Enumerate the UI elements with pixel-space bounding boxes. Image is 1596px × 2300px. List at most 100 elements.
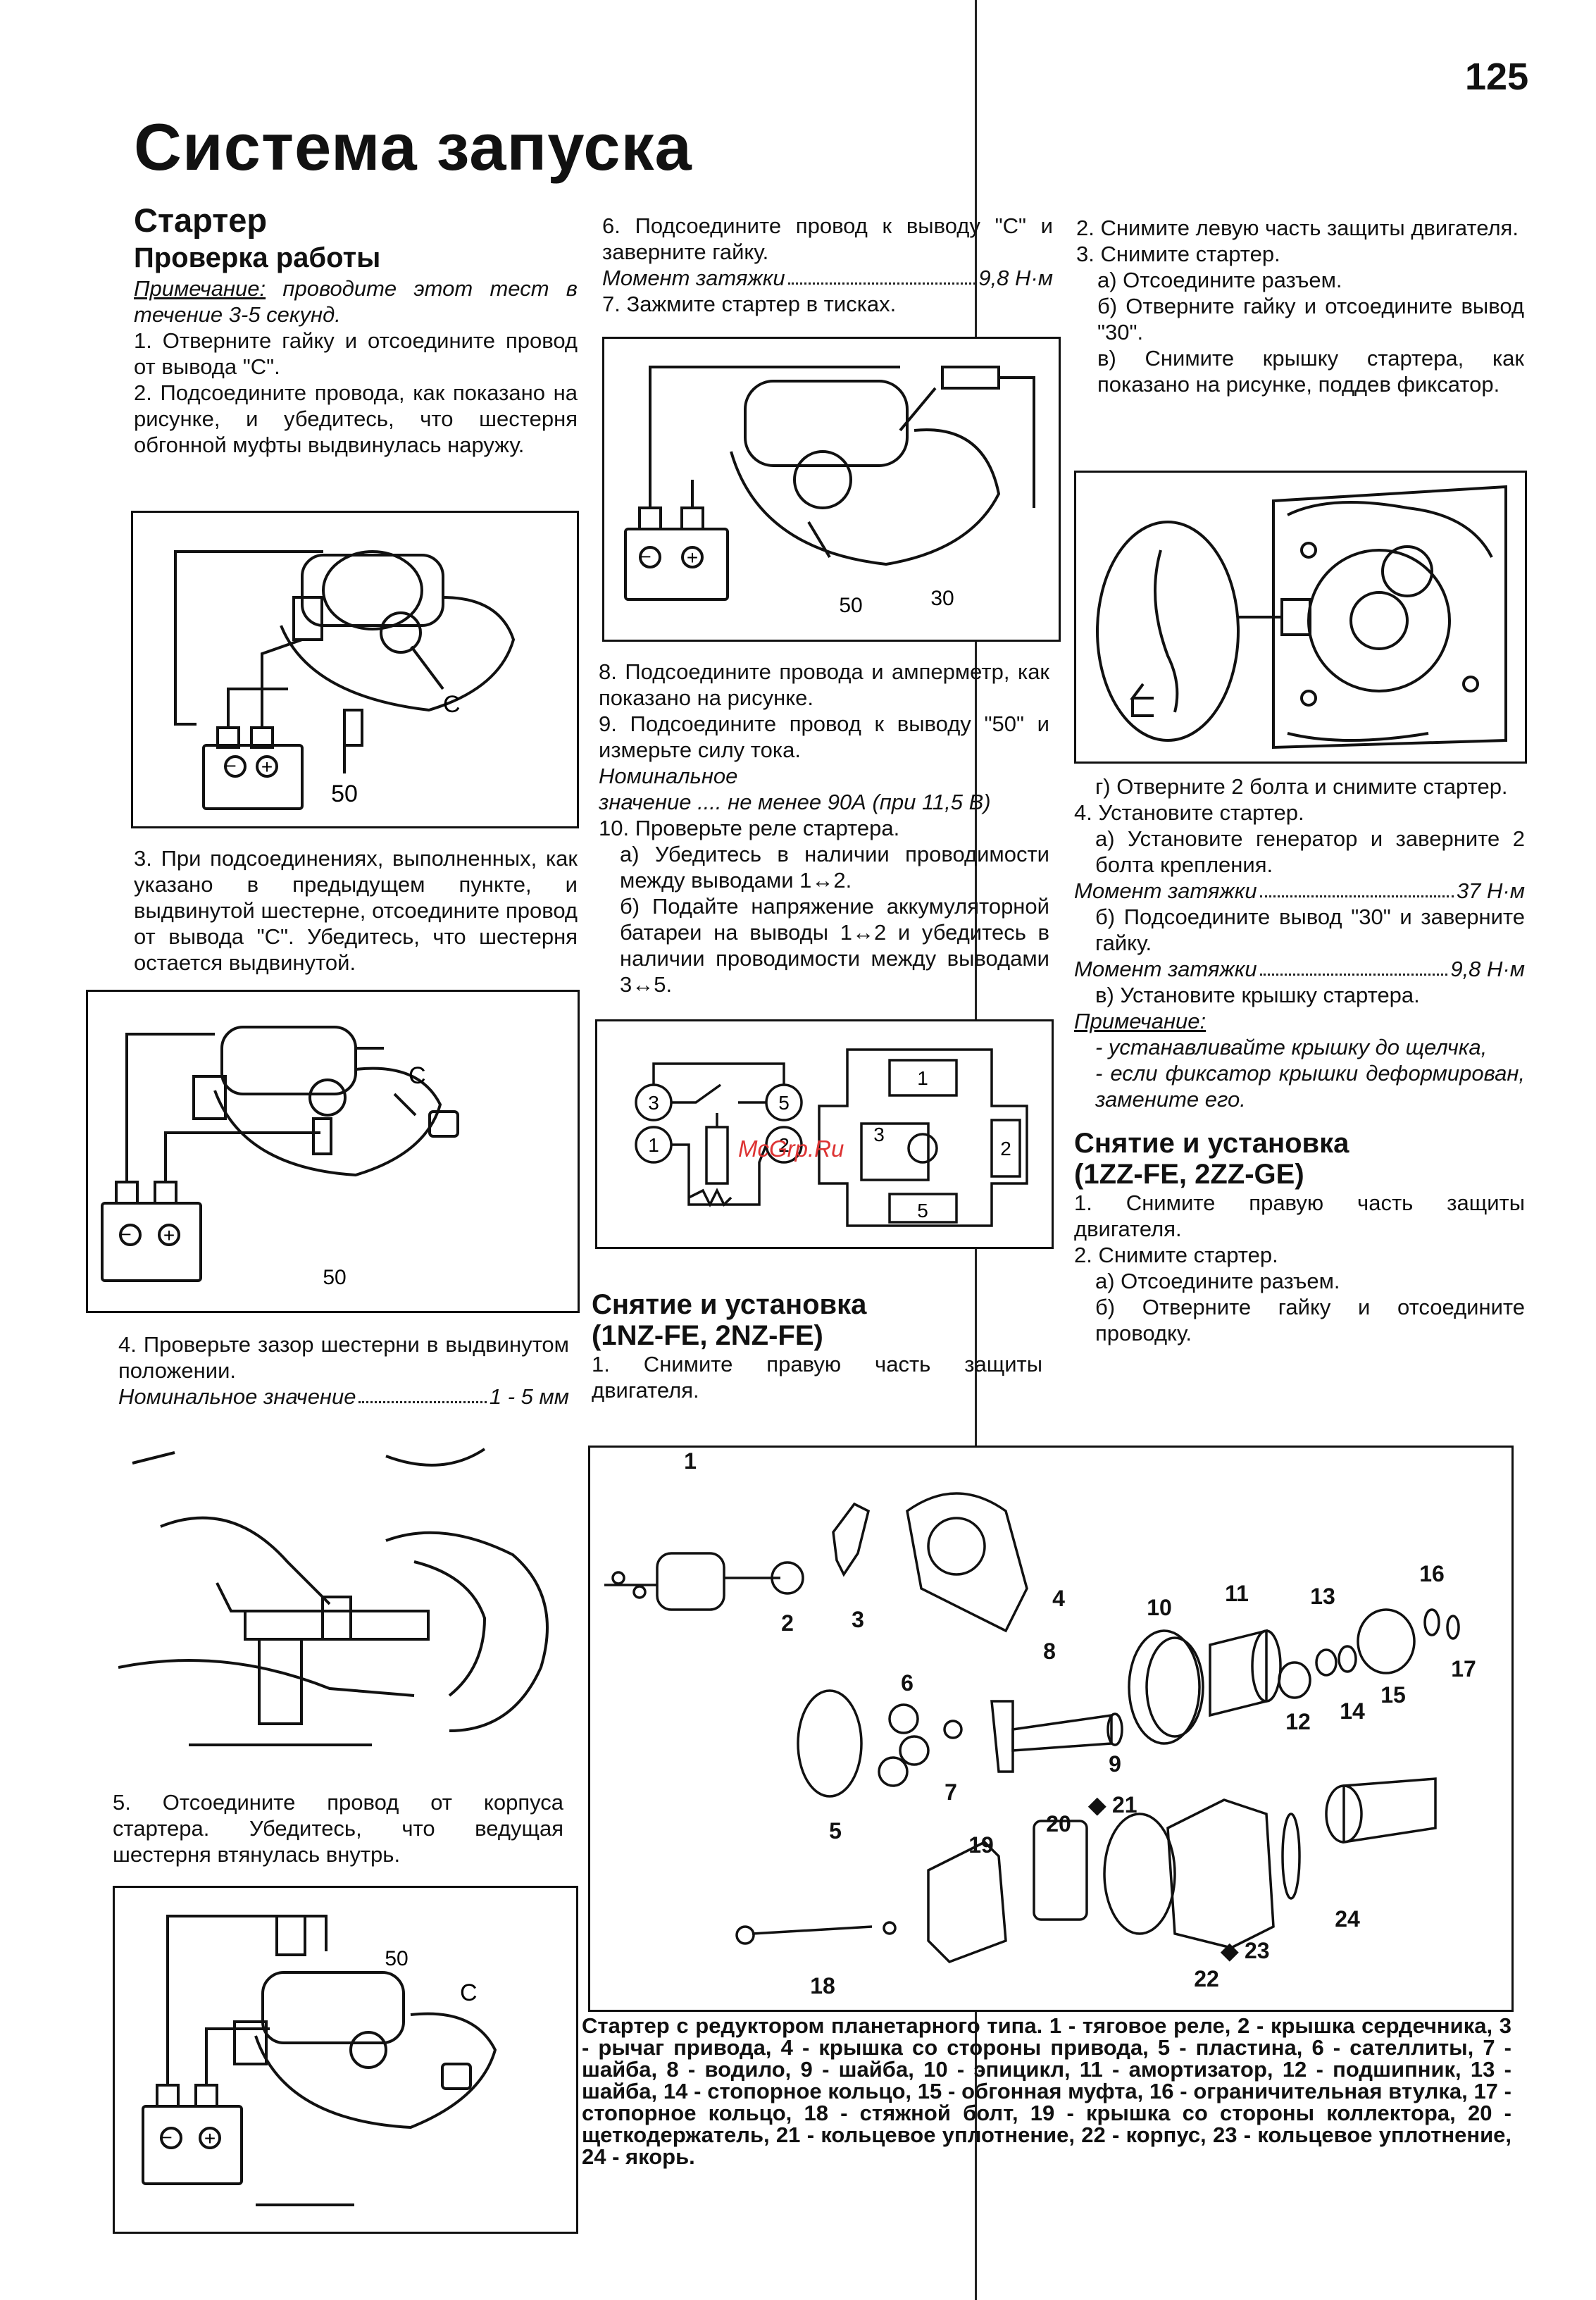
- section-heading-removal-zz: Снятие и установка: [1074, 1128, 1349, 1159]
- connector-term-2: 2: [1000, 1138, 1011, 1160]
- figure-caliper-photo: [118, 1435, 569, 1773]
- part-label-10: 10: [1147, 1595, 1172, 1620]
- fig2-label-c: С: [409, 1062, 426, 1089]
- part-label-2: 2: [781, 1610, 794, 1636]
- column-3: 2. Снимите левую часть защиты двигателя.…: [1076, 215, 1524, 397]
- svg-text:+: +: [204, 2127, 216, 2149]
- step-9: 9. Подсоедините провод к выводу "50" и и…: [599, 711, 1049, 762]
- step-2-left-guard: 2. Снимите левую часть защиты двигателя.: [1076, 216, 1519, 240]
- figure-relay-diagram: 3 1 5 2 1 3 2 5: [595, 1019, 1054, 1249]
- step-8: 8. Подсоедините провода и амперметр, как…: [599, 659, 1049, 710]
- fig2-label-50: 50: [323, 1266, 346, 1289]
- column-2-part-3: Снятие и установка (1NZ-FE, 2NZ-FE) 1. С…: [592, 1289, 1042, 1403]
- column-1-part-4: 5. Отсоедините провод от корпуса стартер…: [113, 1789, 563, 1867]
- part-label-15: 15: [1380, 1682, 1406, 1708]
- page-number: 125: [1465, 56, 1529, 98]
- relay-term-1: 1: [648, 1134, 659, 1156]
- note-text: проводите этот тест в течение 3-5 секунд…: [134, 276, 578, 327]
- part-label-16: 16: [1419, 1561, 1445, 1586]
- connector-term-3: 3: [873, 1124, 885, 1145]
- spec-torque-4b-value: 9,8 Н·м: [1450, 957, 1525, 981]
- part-label-7: 7: [944, 1779, 957, 1805]
- zz-step-2: 2. Снимите стартер.: [1074, 1243, 1278, 1267]
- spec-gap-dots: [359, 1384, 487, 1403]
- svg-text:+: +: [687, 547, 698, 568]
- part-label-22: 22: [1194, 1966, 1219, 1991]
- fig1-label-c: С: [443, 691, 461, 718]
- step-3a: а) Отсоедините разъем.: [1097, 268, 1342, 292]
- part-label-21: ◆ 21: [1087, 1792, 1137, 1817]
- step-10a: а) Убедитесь в наличии проводимости межд…: [620, 842, 1049, 893]
- connector-term-5: 5: [917, 1200, 928, 1222]
- part-label-4: 4: [1052, 1586, 1065, 1611]
- part-label-6: 6: [901, 1670, 914, 1696]
- step-3v: в) Снимите крышку стартера, как показано…: [1097, 346, 1524, 397]
- starter-wiring-drawing-1: − + С 50: [174, 550, 516, 810]
- part-label-23: ◆ 23: [1220, 1938, 1269, 1963]
- figure-starter-battery-2: − + С 50: [86, 990, 580, 1313]
- step-4: 4. Проверьте зазор шестерни в выдвинутом…: [118, 1332, 569, 1383]
- figure-ammeter-test: − + 50 30: [602, 337, 1061, 642]
- part-label-18: 18: [810, 1973, 835, 1998]
- figure-starter-battery-1: − + С 50: [131, 511, 579, 828]
- watermark: McGrp.Ru: [738, 1136, 844, 1162]
- spec-torque-6-label: Момент затяжки: [602, 266, 785, 290]
- svg-text:+: +: [261, 756, 273, 778]
- part-label-14: 14: [1340, 1698, 1365, 1724]
- note-label-col3: Примечание:: [1074, 1009, 1207, 1033]
- figure-starter-battery-3: − + 50 С: [113, 1886, 578, 2234]
- part-label-17: 17: [1451, 1656, 1476, 1682]
- step-4-install: 4. Установите стартер.: [1074, 800, 1304, 825]
- spec-torque-4a-value: 37 Н·м: [1456, 878, 1525, 903]
- spec-torque-4b-dots: [1259, 956, 1448, 976]
- subsection-heading-check: Проверка работы: [134, 242, 381, 273]
- starter-wiring-drawing-3: − + 50 С: [142, 1915, 497, 2206]
- spec-gap: Номинальное значение 1 - 5 мм: [118, 1384, 569, 1410]
- step-3g: г) Отверните 2 болта и снимите стартер.: [1095, 774, 1508, 799]
- svg-text:+: +: [163, 1224, 175, 1246]
- step-3: 3. При подсоединениях, выполненных, как …: [134, 846, 578, 975]
- column-2-part-2: 8. Подсоедините провода и амперметр, как…: [599, 659, 1049, 997]
- starter-wiring-drawing-2: − + С 50: [101, 1026, 459, 1289]
- spec-torque-4a-label: Момент затяжки: [1074, 878, 1257, 903]
- step-10: 10. Проверьте реле стартера.: [599, 816, 900, 840]
- section-heading-removal-nz: Снятие и установка: [592, 1289, 867, 1320]
- column-1-part-3: 4. Проверьте зазор шестерни в выдвинутом…: [118, 1331, 569, 1410]
- fig5-label-50: 50: [839, 594, 862, 617]
- relay-term-5: 5: [778, 1092, 790, 1114]
- relay-term-3: 3: [648, 1092, 659, 1114]
- zz-step-2b: б) Отверните гайку и отсоедините проводк…: [1095, 1295, 1525, 1345]
- section-subheading-zz: (1ZZ-FE, 2ZZ-GE): [1074, 1159, 1304, 1190]
- part-label-8: 8: [1043, 1639, 1056, 1664]
- column-3-part-2: г) Отверните 2 болта и снимите стартер. …: [1074, 773, 1525, 1346]
- step-6: 6. Подсоедините провод к выводу "С" и за…: [602, 213, 1053, 264]
- fig4-label-50: 50: [385, 1947, 408, 1970]
- part-label-20: 20: [1046, 1811, 1071, 1836]
- exploded-view-drawing: 1 2 3 4 5 6 7 8 9 10 11 12 13 14 15 16 1…: [604, 1448, 1476, 1998]
- part-label-3: 3: [852, 1607, 864, 1632]
- fig1-label-50: 50: [331, 781, 358, 807]
- part-label-5: 5: [829, 1818, 842, 1844]
- step-3b: б) Отверните гайку и отсоедините вывод "…: [1097, 294, 1524, 344]
- svg-text:−: −: [225, 755, 236, 776]
- note-paragraph: Примечание: проводите этот тест в течени…: [134, 275, 578, 328]
- column-2: 6. Подсоедините провод к выводу "С" и за…: [602, 213, 1053, 317]
- part-label-24: 24: [1335, 1906, 1360, 1932]
- spec-current-label: Номинальное: [599, 764, 738, 788]
- svg-text:−: −: [161, 2127, 172, 2148]
- figure-caption: Стартер с редуктором планетарного типа. …: [582, 2013, 1511, 2169]
- section-subheading-nz: (1NZ-FE, 2NZ-FE): [592, 1320, 823, 1351]
- column-1-part-2: 3. При подсоединениях, выполненных, как …: [134, 845, 578, 976]
- step-10b: б) Подайте напряжение аккумуляторной бат…: [620, 894, 1049, 997]
- note-2: - если фиксатор крышки деформирован, зам…: [1095, 1061, 1525, 1112]
- svg-text:−: −: [640, 546, 651, 567]
- step-7: 7. Зажмите стартер в тисках.: [602, 292, 897, 316]
- spec-current-value: значение .... не менее 90А (при 11,5 В): [599, 790, 991, 814]
- section-heading-starter: Стартер: [134, 201, 268, 239]
- spec-torque-4b-label: Момент затяжки: [1074, 957, 1257, 981]
- spec-gap-label: Номинальное значение: [118, 1384, 356, 1409]
- spec-torque-6: Момент затяжки 9,8 Н·м: [602, 265, 1053, 291]
- part-label-11: 11: [1225, 1581, 1249, 1606]
- step-5: 5. Отсоедините провод от корпуса стартер…: [113, 1790, 563, 1867]
- spec-torque-6-value: 9,8 Н·м: [978, 266, 1053, 290]
